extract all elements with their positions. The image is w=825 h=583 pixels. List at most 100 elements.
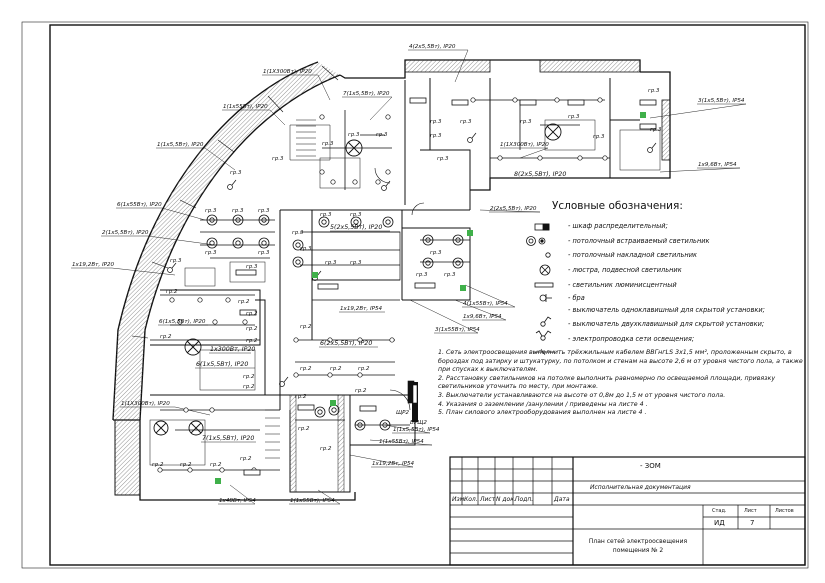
col-header-izm: Изм. bbox=[452, 496, 467, 503]
group-tag: гр.3 bbox=[416, 272, 428, 278]
group-tag: гр.3 bbox=[170, 258, 182, 264]
plan-label: 6(1х5,5Вт), IP20 bbox=[159, 319, 206, 325]
plan-label: 1х48Вт, IP54 bbox=[219, 498, 256, 504]
general-notes: 1. Сеть электроосвещения выполнить трёхж… bbox=[438, 349, 803, 418]
col-header-podp: Подп. bbox=[515, 496, 534, 503]
legend-item: - выключатель одноклавишный для скрытой … bbox=[568, 306, 765, 314]
group-tag: гр.2 bbox=[152, 462, 164, 468]
group-tag: гр.3 bbox=[648, 88, 660, 94]
group-tag: гр.2 bbox=[355, 388, 367, 394]
plan-label: 4(2х5,5Вт), IP20 bbox=[409, 44, 456, 50]
group-tag: гр.3 bbox=[430, 119, 442, 125]
drawing-title: План сетей электроосвещения помещения № … bbox=[588, 538, 688, 554]
legend-item: - потолочный встраиваемый светильник bbox=[568, 237, 710, 245]
note-item: 1. Сеть электроосвещения выполнить трёхж… bbox=[438, 349, 803, 374]
sheet-code: - ЗОМ bbox=[640, 462, 661, 470]
sheet-header: Лист bbox=[744, 508, 757, 514]
board-label: ВРЩ2 bbox=[410, 420, 427, 426]
group-tag: гр.3 bbox=[322, 141, 334, 147]
legend-title: Условные обозначения: bbox=[552, 200, 683, 212]
plan-label: 4(1х55Вт), IP54 bbox=[463, 301, 508, 307]
plan-label: 8(2х5,5Вт), IP20 bbox=[514, 171, 566, 178]
col-header-ndoc: N док. bbox=[496, 496, 516, 503]
group-tag: гр.3 bbox=[292, 230, 304, 236]
stage-value: ИД bbox=[714, 519, 725, 527]
group-tag: гр.3 bbox=[205, 208, 217, 214]
plan-label: 2(1х5,5Вт), IP20 bbox=[102, 230, 149, 236]
plan-label: 2(2х5,5Вт), IP20 bbox=[490, 206, 537, 212]
group-tag: гр.2 bbox=[246, 338, 258, 344]
plan-label: 5(2х5,5Вт), IP20 bbox=[330, 224, 382, 231]
group-tag: гр.2 bbox=[180, 462, 192, 468]
group-tag: гр.3 bbox=[232, 208, 244, 214]
note-item: 2. Расстановку светильников на потолке в… bbox=[438, 374, 776, 391]
group-tag: гр.2 bbox=[243, 374, 255, 380]
plan-label: 7(1х5,5Вт), IP20 bbox=[202, 435, 254, 442]
group-tag: гр.3 bbox=[246, 264, 258, 270]
group-tag: гр.2 bbox=[160, 334, 172, 340]
outer-frame bbox=[21, 21, 809, 569]
group-tag: гр.2 bbox=[300, 366, 312, 372]
group-tag: гр.2 bbox=[240, 456, 252, 462]
plan-label: 1(1х55Вт), IP54 bbox=[379, 439, 424, 445]
group-tag: гр.3 bbox=[520, 119, 532, 125]
plan-label: 1х19,2Вт, IP54 bbox=[372, 461, 415, 467]
plan-label: 1х300Вт, IP20 bbox=[210, 346, 255, 353]
group-tag: гр.3 bbox=[593, 134, 605, 140]
callout-leaders bbox=[71, 49, 747, 505]
plan-label: 3(1х55Вт), IP54 bbox=[435, 327, 480, 333]
curved-facade-hatch bbox=[113, 62, 340, 420]
sheets-header: Листов bbox=[775, 508, 794, 514]
plan-label: 1(1Х300Вт), IP20 bbox=[263, 69, 312, 75]
group-tags: гр.3 гр.3 гр.3 гр.3 гр.3 гр.3 гр.3 гр.3 … bbox=[152, 88, 662, 468]
group-tag: гр.3 bbox=[230, 170, 242, 176]
plan-label: 3(1х5,5Вт), IP54 bbox=[698, 98, 745, 104]
group-tag: гр.3 bbox=[325, 260, 337, 266]
board-label: ЩР2 bbox=[396, 410, 409, 416]
group-tag: гр.3 bbox=[300, 246, 312, 252]
plan-label: 1(1х5,5Вт), IP54 bbox=[393, 427, 440, 433]
legend-symbols bbox=[526, 223, 555, 356]
legend-item: - потолочный накладной светильник bbox=[568, 251, 697, 259]
group-tag: гр.3 bbox=[376, 132, 388, 138]
plan-label: 1(1х55Вт), IP54 bbox=[290, 498, 335, 504]
plan-label: 1х9,6Вт, IP54 bbox=[698, 162, 737, 168]
plan-label: 7(1х5,5Вт), IP20 bbox=[343, 91, 390, 97]
legend-item: - люстра, подвесной светильник bbox=[568, 266, 682, 274]
chandeliers bbox=[153, 123, 562, 436]
plan-label: 1х9,6Вт, IP54 bbox=[463, 314, 502, 320]
plan-label: 1(1х55Вт), IP20 bbox=[223, 104, 268, 110]
group-tag: гр.3 bbox=[350, 212, 362, 218]
group-tag: гр.3 bbox=[460, 119, 472, 125]
note-item: 4. Указания о заземлении /занулении / пр… bbox=[438, 400, 648, 408]
group-tag: гр.3 bbox=[348, 132, 360, 138]
group-tag: гр.3 bbox=[320, 212, 332, 218]
plan-label: 1х19,2Вт, IP20 bbox=[72, 262, 115, 268]
group-tag: гр.3 bbox=[568, 114, 580, 120]
legend-item: - шкаф распределительный; bbox=[568, 222, 668, 230]
group-tag: гр.3 bbox=[430, 250, 442, 256]
group-tag: гр.2 bbox=[243, 384, 255, 390]
doc-kind: Исполнительная документация bbox=[590, 484, 691, 491]
group-tag: гр.2 bbox=[300, 324, 312, 330]
plan-labels: 4(2х5,5Вт), IP20 1(1Х300Вт), IP20 7(1х5,… bbox=[72, 44, 745, 504]
group-tag: гр.2 bbox=[246, 311, 258, 317]
group-tag: гр.3 bbox=[258, 208, 270, 214]
group-tag: гр.3 bbox=[650, 127, 662, 133]
inner-frame bbox=[49, 24, 806, 566]
col-header-kol: Кол. bbox=[464, 496, 478, 503]
sheet-number: 7 bbox=[750, 519, 755, 527]
plan-label: 6(1х5,5Вт), IP20 bbox=[196, 361, 248, 368]
group-tag: гр.2 bbox=[295, 394, 307, 400]
plan-label: 6(1х55Вт), IP20 bbox=[117, 202, 162, 208]
distribution-boards bbox=[407, 380, 418, 404]
group-tag: гр.2 bbox=[210, 462, 222, 468]
fluorescent-luminaires bbox=[235, 97, 657, 476]
group-tag: гр.3 bbox=[350, 260, 362, 266]
group-tag: гр.3 bbox=[272, 156, 284, 162]
group-tag: гр.2 bbox=[320, 446, 332, 452]
legend-item: - электропроводка сети освещения; bbox=[568, 335, 695, 343]
group-tag: гр.2 bbox=[358, 366, 370, 372]
